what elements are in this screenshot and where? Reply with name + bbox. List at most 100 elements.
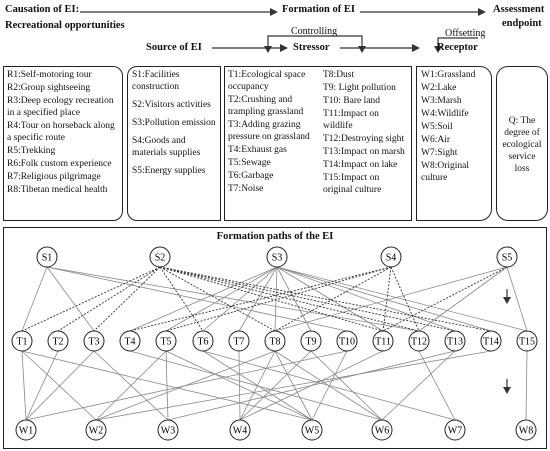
node-label: T15: [519, 337, 535, 348]
receptor-node: W5: [301, 419, 323, 441]
receptor-item: W7:Sight: [421, 148, 458, 158]
node-label: W6: [375, 426, 389, 437]
node-label: T2: [52, 337, 63, 348]
stressor-node: T15: [516, 330, 538, 352]
down-arrow-icon: [503, 379, 511, 394]
node-label: T14: [483, 337, 499, 348]
recreational-item: R2:Group sightseeing: [7, 83, 91, 93]
node-label: W2: [89, 426, 103, 437]
stressor-item: T8:Dust: [323, 70, 355, 80]
s-t-link-dotted: [159, 266, 204, 332]
s-t-link: [276, 266, 312, 332]
stressor-node: T7: [228, 330, 250, 352]
node-label: S5: [502, 253, 513, 264]
recreational-item: R6:Folk custom experience: [7, 159, 112, 169]
node-label: T5: [160, 337, 171, 348]
source-node: S4: [380, 246, 402, 268]
t-w-link: [525, 350, 528, 421]
stressor-node: T9: [300, 330, 322, 352]
s-t-link: [46, 266, 95, 332]
recreational-item: R8:Tibetan medical health: [7, 185, 108, 195]
node-label: T1: [16, 337, 27, 348]
node-label: W8: [519, 426, 533, 437]
s-t-link: [506, 266, 528, 332]
stressor-node: T14: [480, 330, 502, 352]
s-t-link-dotted: [159, 266, 456, 332]
t-w-link: [239, 350, 312, 421]
t-w-link: [129, 350, 383, 421]
stressor-node: T5: [155, 330, 177, 352]
stressor-item: T1:Ecological space occupancy: [228, 70, 306, 92]
t-w-link: [310, 350, 383, 421]
recreational-item: R7:Religious pilgrimage: [7, 172, 101, 182]
source-node: S3: [266, 246, 288, 268]
s-t-link-dotted: [159, 266, 276, 332]
stressor-node: T4: [119, 330, 141, 352]
receptor-node: W6: [371, 419, 393, 441]
source-item: S5:Energy supplies: [132, 166, 206, 176]
node-label: W7: [448, 426, 462, 437]
t-w-link: [381, 350, 456, 421]
receptor-item: W8:Original culture: [421, 161, 470, 183]
causation-label: Causation of EI:: [5, 4, 80, 15]
receptor-node: W1: [15, 419, 37, 441]
s-t-link-dotted: [21, 266, 161, 332]
controlling-label: Controlling: [291, 26, 338, 37]
source-node: S1: [36, 246, 58, 268]
source-item: S4:Goods and materials supplies: [132, 136, 201, 158]
stressor-item: T12:Destroying sight: [323, 134, 405, 144]
node-label: T4: [124, 337, 135, 348]
s-t-link-dotted: [382, 266, 508, 332]
node-label: S1: [42, 253, 53, 264]
t-w-link: [95, 350, 492, 421]
receptor-item: W1:Grassland: [421, 70, 476, 80]
receptor-item: W5:Soil: [421, 122, 453, 132]
stressor-item: T14:Impact on lake: [323, 160, 398, 170]
recreational-item: R5:Trekking: [7, 146, 56, 156]
node-label: T3: [88, 337, 99, 348]
recreational-item: R3:Deep ecology recreation in a specifie…: [7, 96, 114, 118]
stressor-item: T15:Impact on original culture: [323, 173, 382, 195]
receptor-item: W6:Air: [421, 135, 451, 145]
t-w-link: [25, 350, 59, 421]
receptor-item: W3:Marsh: [421, 96, 462, 106]
t-w-link: [21, 350, 97, 421]
t-w-link: [274, 350, 383, 421]
node-label: W1: [19, 426, 33, 437]
s-t-link-dotted: [382, 266, 392, 332]
stressor-node: T2: [47, 330, 69, 352]
t-w-link: [165, 350, 313, 421]
receptor-node: W4: [229, 419, 251, 441]
s-t-link: [274, 266, 278, 332]
node-label: T8: [269, 337, 280, 348]
source-item: S1:Facilities construction: [132, 70, 180, 92]
node-label: T12: [411, 337, 427, 348]
source-item: S2:Visitors activities: [132, 100, 211, 110]
node-label: W5: [305, 426, 319, 437]
receptor-node: W2: [85, 419, 107, 441]
assessment-panel: Q: The degree of ecological service loss: [496, 66, 548, 221]
s-t-link: [276, 266, 456, 332]
s-t-link: [276, 266, 492, 332]
s-t-link-dotted: [390, 266, 420, 332]
formation-label: Formation of EI: [282, 4, 355, 15]
s-t-link: [202, 266, 278, 332]
s-t-link-dotted: [165, 266, 392, 332]
s-t-link: [238, 266, 278, 332]
source-node: S5: [496, 246, 518, 268]
s-t-link: [418, 266, 508, 332]
node-label: S3: [272, 253, 283, 264]
stressor-item: T7:Noise: [228, 184, 264, 194]
stressor-item: T9: Light pollution: [323, 83, 396, 93]
node-label: T9: [305, 337, 316, 348]
t-w-link: [418, 350, 456, 421]
node-label: T11: [375, 337, 391, 348]
s-t-link: [46, 266, 348, 332]
receptor-item: W4:Wildlife: [421, 109, 469, 119]
t-w-link: [25, 350, 95, 421]
s-t-link-dotted: [159, 266, 384, 332]
t-w-link: [167, 350, 456, 421]
